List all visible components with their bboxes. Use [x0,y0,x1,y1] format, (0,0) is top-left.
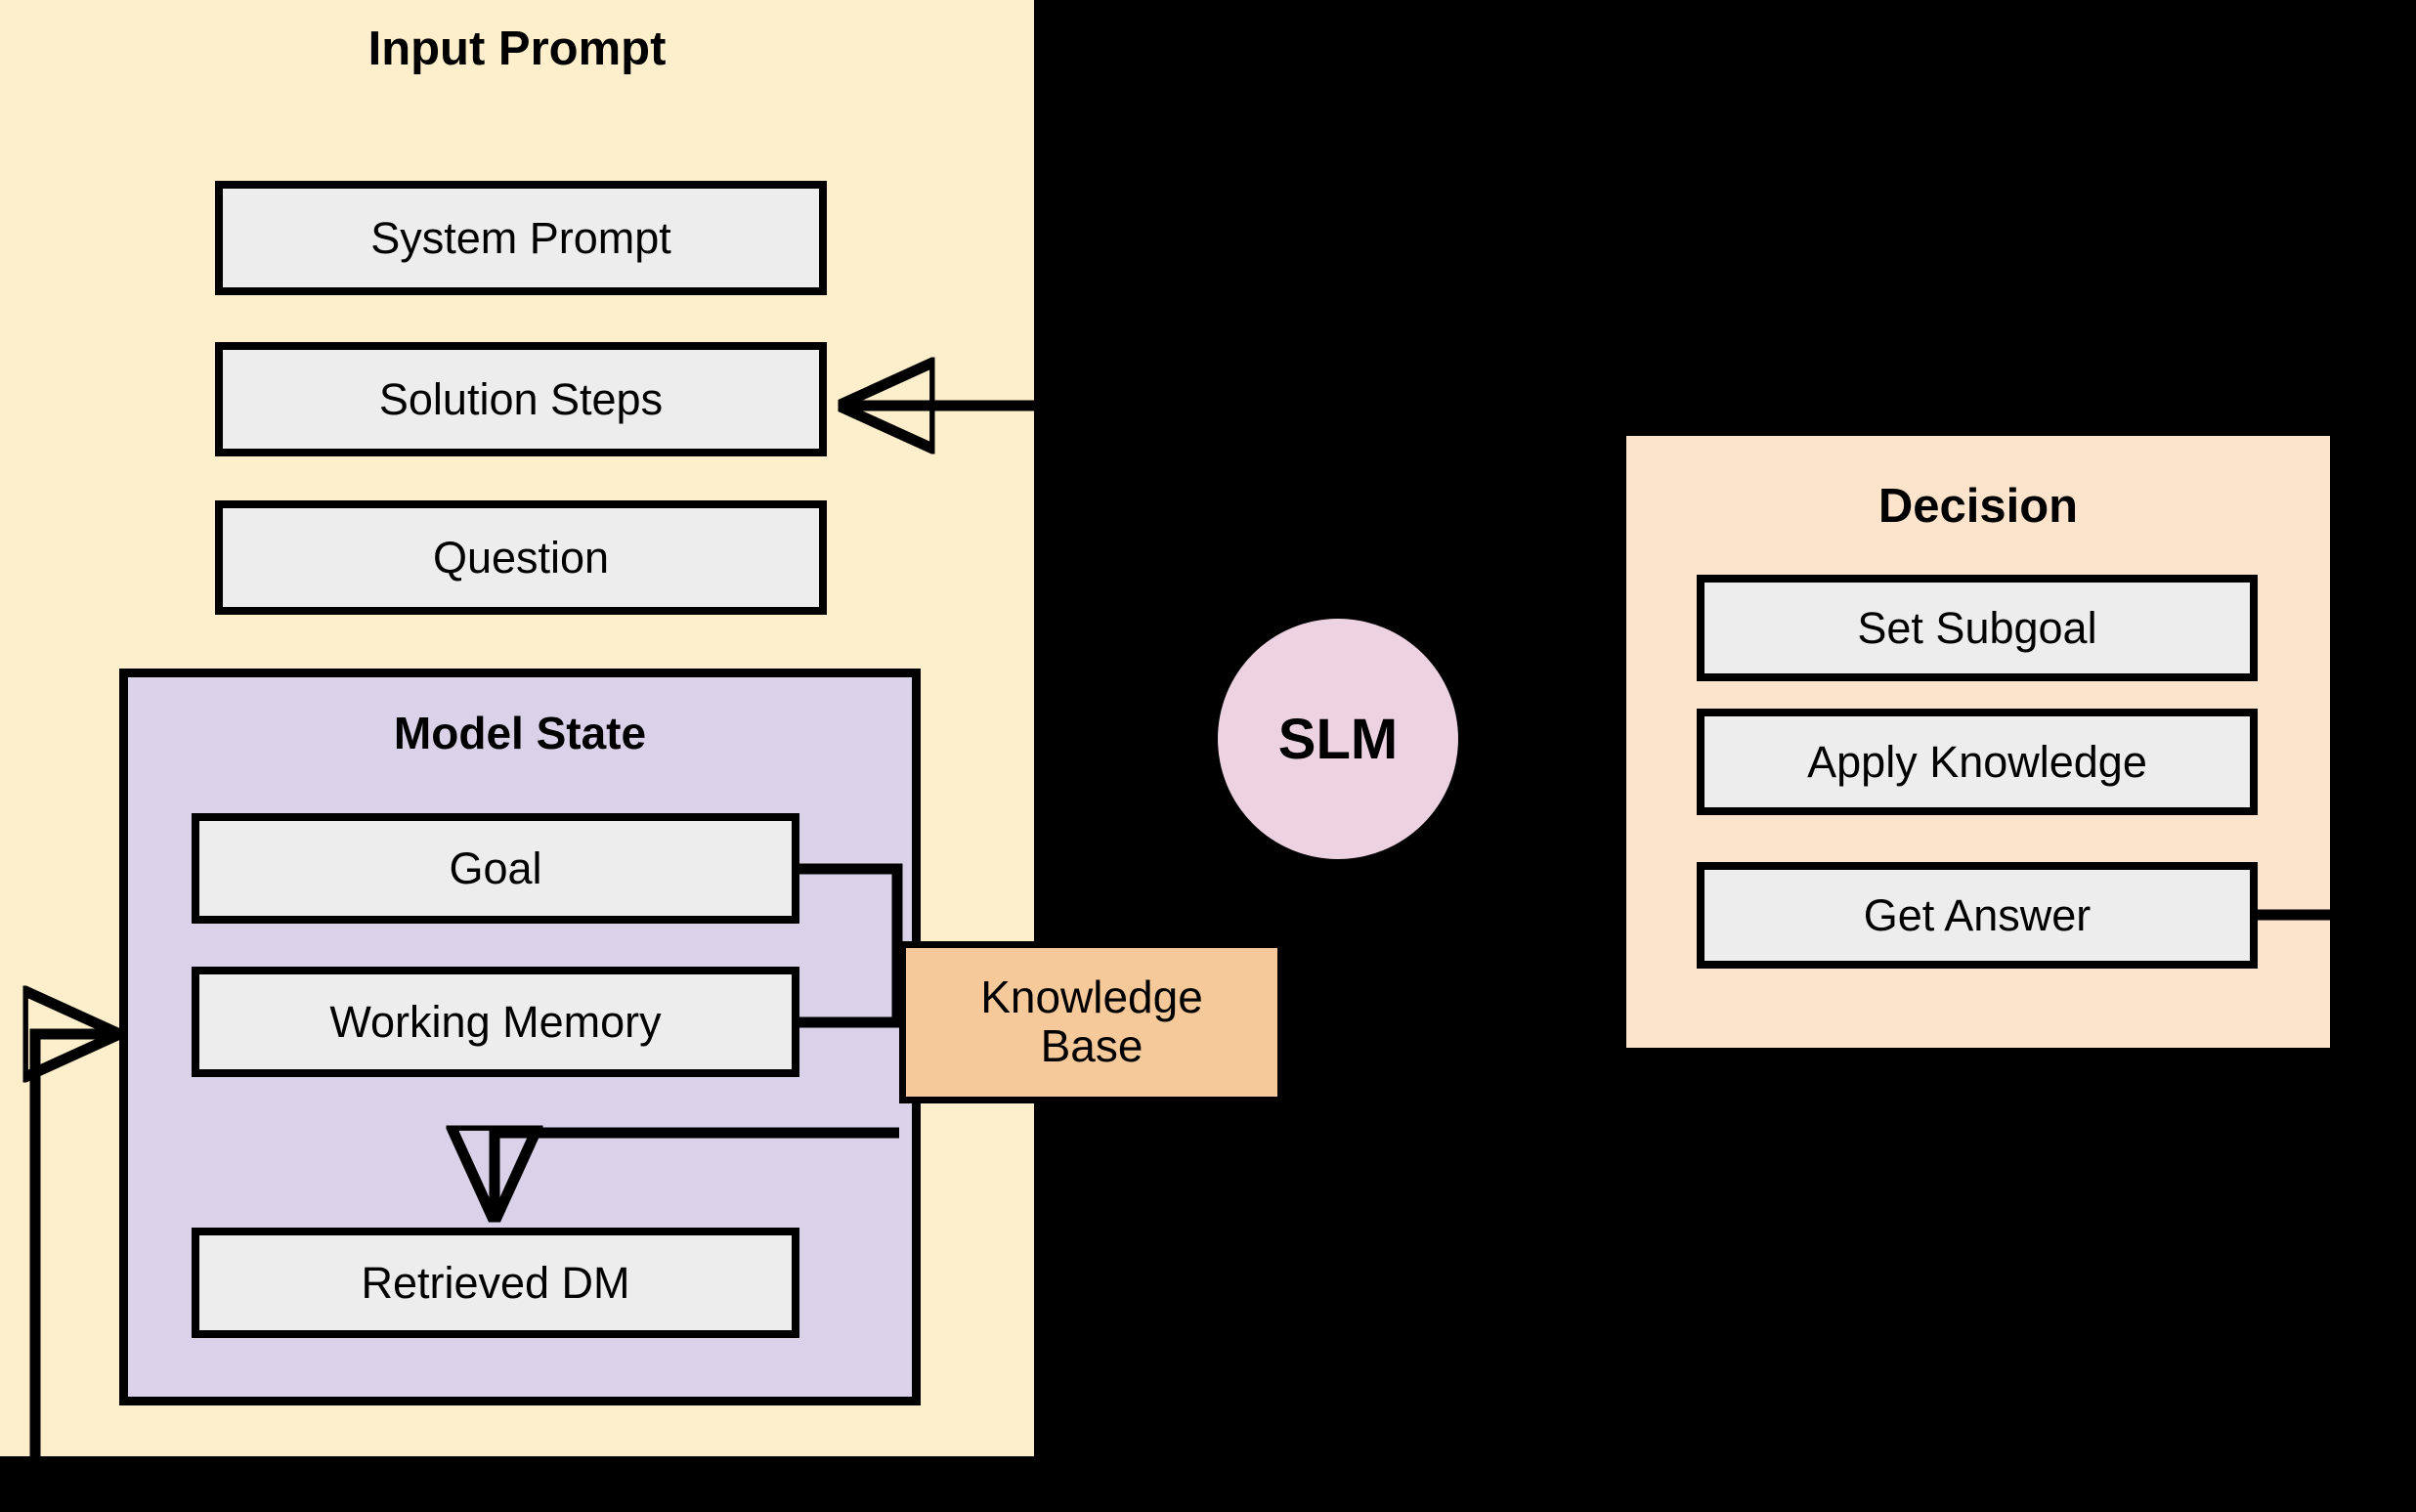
box-system-prompt[interactable]: System Prompt [215,181,827,295]
box-apply-knowledge[interactable]: Apply Knowledge [1697,709,2258,815]
box-question-label: Question [432,532,610,583]
box-question[interactable]: Question [215,500,827,615]
box-retrieved-dm[interactable]: Retrieved DM [192,1228,799,1338]
box-goal[interactable]: Goal [192,813,799,924]
box-working-memory[interactable]: Working Memory [192,967,799,1077]
box-solution-steps[interactable]: Solution Steps [215,342,827,456]
input-prompt-title: Input Prompt [367,22,667,75]
box-get-answer[interactable]: Get Answer [1697,862,2258,969]
box-apply-knowledge-label: Apply Knowledge [1807,736,2147,787]
box-working-memory-label: Working Memory [329,996,662,1047]
knowledge-base-line2: Base [1040,1020,1143,1071]
decision-title: Decision [1877,480,2079,533]
box-retrieved-dm-label: Retrieved DM [361,1257,630,1308]
slm-label: SLM [1277,707,1399,771]
box-knowledge-base[interactable]: Knowledge Base [899,941,1284,1103]
box-system-prompt-label: System Prompt [370,212,671,263]
model-state-title: Model State [393,708,647,758]
box-get-answer-label: Get Answer [1863,889,2092,940]
knowledge-base-line1: Knowledge [980,972,1203,1023]
box-goal-label: Goal [449,842,542,893]
box-set-subgoal[interactable]: Set Subgoal [1697,575,2258,681]
box-set-subgoal-label: Set Subgoal [1857,602,2097,653]
slm-node[interactable]: SLM [1218,619,1458,859]
box-solution-steps-label: Solution Steps [378,373,664,424]
